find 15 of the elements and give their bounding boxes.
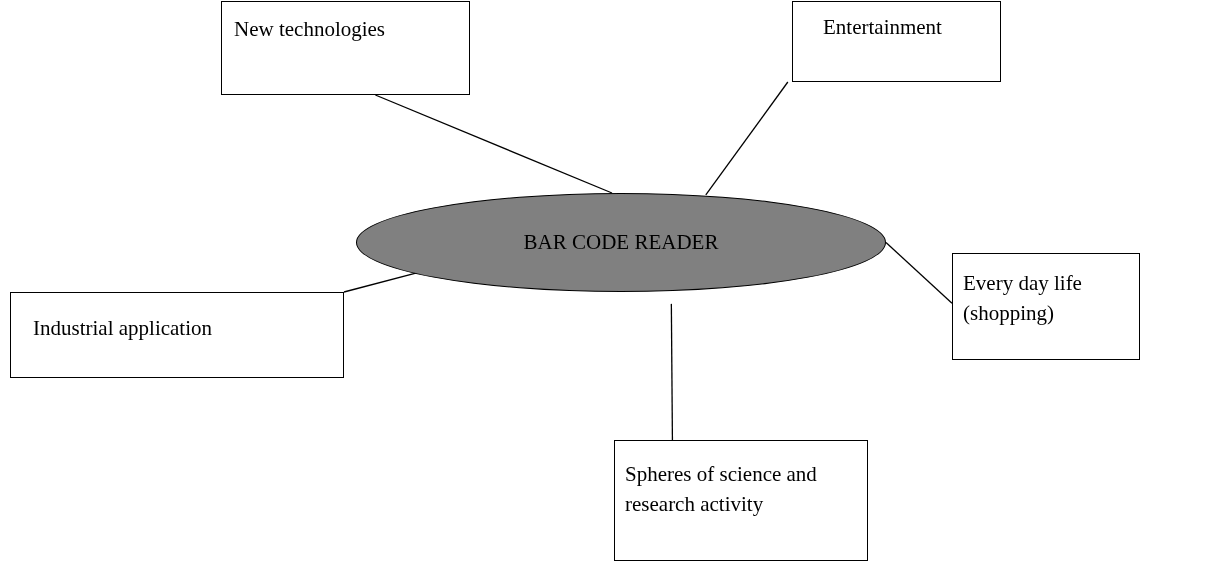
- text-box: [792, 1, 1001, 82]
- text-box: [952, 253, 1140, 360]
- text-box: [10, 292, 344, 378]
- node-label: Spheres of science and research activity: [625, 461, 818, 519]
- connector-line: [670, 303, 674, 441]
- connector-line: [885, 241, 953, 304]
- connector-line: [374, 94, 613, 194]
- node-label: Every day life (shopping): [963, 270, 1083, 328]
- node-label: BAR CODE READER: [523, 229, 719, 256]
- node-label: New technologies: [234, 16, 387, 43]
- text-box: [614, 440, 868, 561]
- node-label: Entertainment: [823, 14, 943, 41]
- text-box: [221, 1, 470, 95]
- connector-line: [705, 81, 789, 196]
- node-label: Industrial application: [33, 315, 214, 342]
